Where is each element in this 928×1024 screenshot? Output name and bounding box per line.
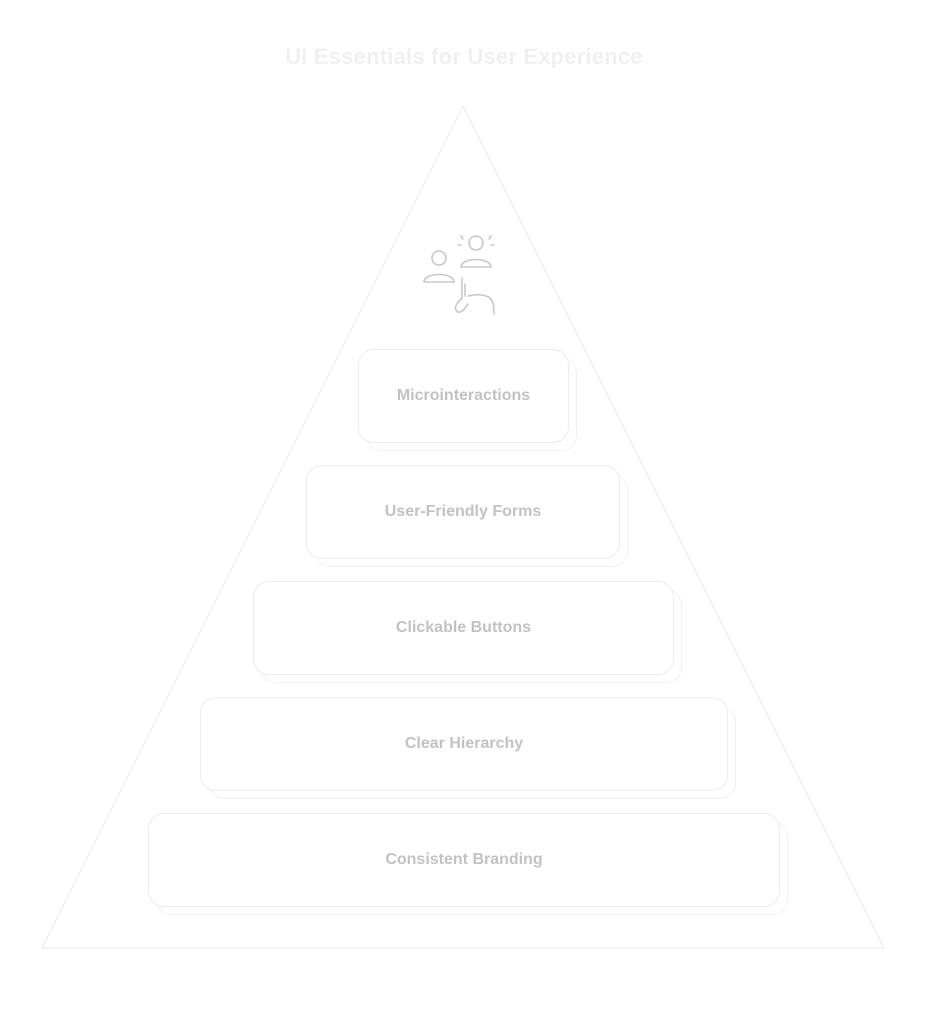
- tier-label: Clickable Buttons: [395, 619, 532, 636]
- tier-label: Clear Hierarchy: [404, 735, 524, 752]
- tier-label: Microinteractions: [396, 387, 531, 404]
- tier-consistent-branding: Consistent Branding: [148, 813, 780, 907]
- tier-label: User-Friendly Forms: [384, 503, 542, 520]
- diagram-title: UI Essentials for User Experience: [285, 44, 643, 69]
- tier-label: Consistent Branding: [385, 851, 543, 868]
- users-tap-icon: [423, 235, 495, 315]
- tier-clickable-buttons: Clickable Buttons: [253, 581, 674, 675]
- tier-microinteractions: Microinteractions: [358, 349, 569, 443]
- tier-user-friendly-forms: User-Friendly Forms: [306, 465, 620, 559]
- tier-clear-hierarchy: Clear Hierarchy: [200, 697, 728, 791]
